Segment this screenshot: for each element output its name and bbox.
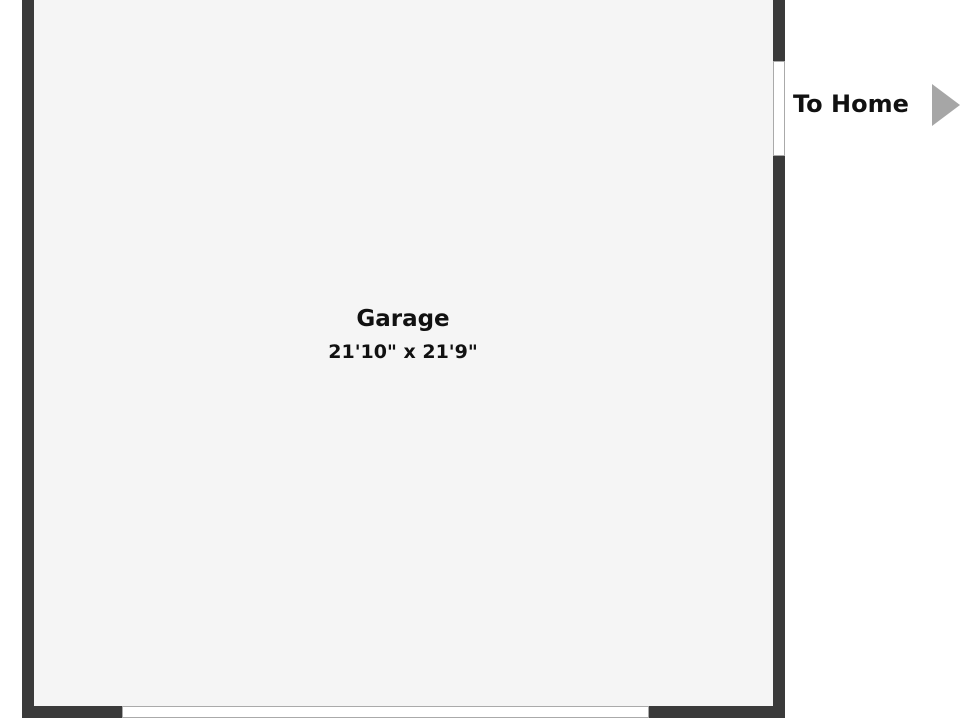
room-dimensions: 21'10" x 21'9"	[328, 341, 478, 363]
to-home-label: To Home	[793, 90, 909, 118]
garage-floor	[34, 0, 773, 706]
right-wall-upper	[773, 0, 785, 61]
bottom-wall-left	[22, 706, 122, 718]
bottom-wall-right	[649, 706, 785, 718]
door-to-home	[773, 61, 785, 156]
arrow-right-icon	[932, 84, 960, 126]
left-wall	[22, 0, 34, 718]
garage-door-opening	[122, 706, 649, 718]
room-name: Garage	[356, 306, 450, 332]
right-wall-lower	[773, 156, 785, 718]
